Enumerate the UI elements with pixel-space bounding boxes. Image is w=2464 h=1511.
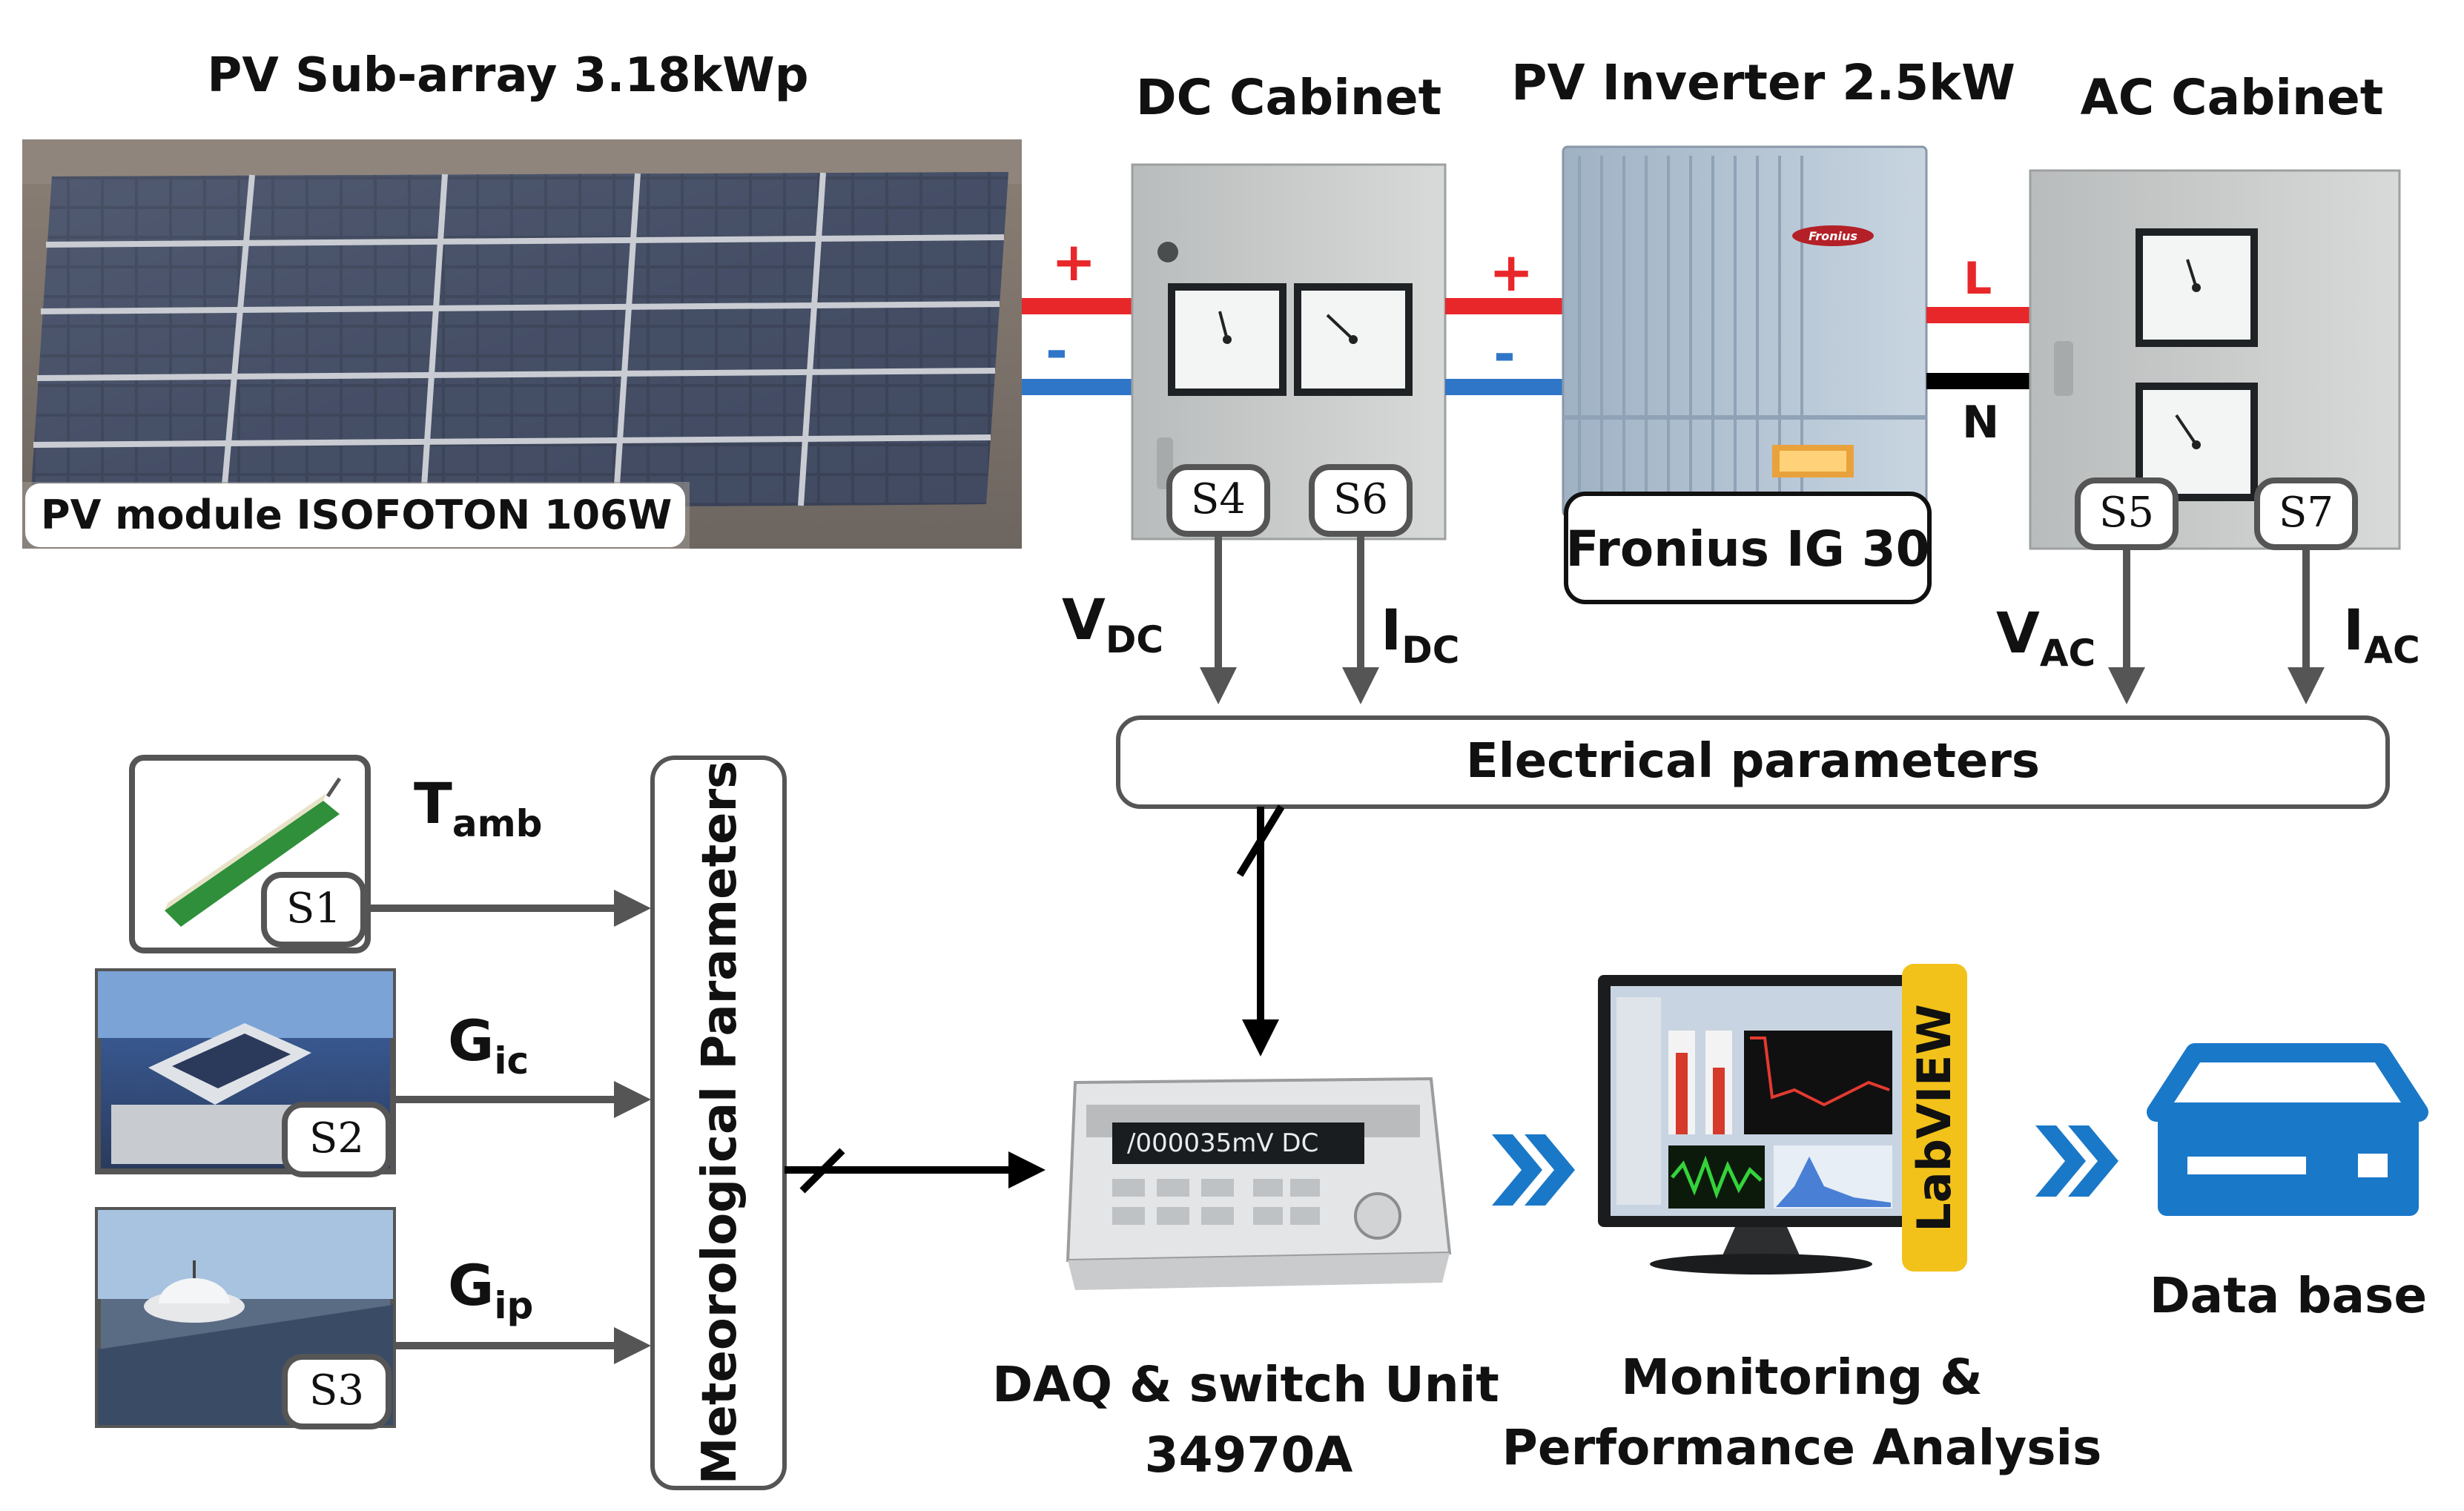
dc-cabinet-title: DC Cabinet bbox=[1136, 69, 1441, 126]
tamb-sub: amb bbox=[452, 802, 543, 845]
svg-text:IDC: IDC bbox=[1381, 597, 1459, 672]
vac-main: V bbox=[1996, 600, 2040, 666]
signal-tamb: Tamb bbox=[414, 770, 542, 845]
pyranometer-icon bbox=[144, 1260, 245, 1323]
pv-subarray: PV Sub-array 3.18kWp PV module ISOFOTON … bbox=[22, 48, 1022, 549]
dc-minus-label-2: - bbox=[1493, 323, 1516, 385]
svg-text:IAC: IAC bbox=[2343, 597, 2420, 672]
idc-sub: DC bbox=[1401, 629, 1459, 672]
sensor-s2-block: S2 bbox=[95, 968, 396, 1177]
electrical-sensor-arrows bbox=[1200, 532, 2325, 704]
sensor-s7: S7 bbox=[2254, 477, 2358, 550]
svg-text:VDC: VDC bbox=[1062, 586, 1163, 661]
labview-label: LabVIEW bbox=[1907, 1004, 1961, 1232]
sensor-s5-label: S5 bbox=[2099, 489, 2154, 537]
monitoring-computer: LabVIEW Monitoring & Performance Analysi… bbox=[1502, 964, 2102, 1476]
inverter-display bbox=[1772, 445, 1854, 477]
ac-cabinet: AC Cabinet bbox=[2029, 69, 2401, 550]
signal-vac: VAC bbox=[1996, 600, 2095, 675]
pv-subarray-title: PV Sub-array 3.18kWp bbox=[207, 48, 808, 103]
pv-module-label-box: PV module ISOFOTON 106W bbox=[25, 483, 685, 547]
dc-cabinet: DC Cabinet bbox=[1131, 69, 1447, 540]
vac-sub: AC bbox=[2040, 632, 2095, 675]
ac-lines: L N bbox=[1926, 253, 2032, 449]
pv-inverter: PV Inverter 2.5kW Fronius bbox=[1511, 54, 2015, 518]
ac-cabinet-title: AC Cabinet bbox=[2081, 69, 2384, 126]
sensor-s7-label: S7 bbox=[2279, 489, 2333, 537]
daq-label-line2: 34970A bbox=[1145, 1426, 1353, 1484]
daq-knob bbox=[1354, 1192, 1401, 1240]
sensor-s5: S5 bbox=[2075, 477, 2179, 550]
daq-display-text: /000035mV DC bbox=[1127, 1128, 1318, 1158]
sensor-s4-label: S4 bbox=[1191, 475, 1246, 523]
sensor-s3-label: S3 bbox=[309, 1366, 364, 1415]
iac-sub: AC bbox=[2364, 629, 2420, 672]
svg-text:VAC: VAC bbox=[1996, 600, 2095, 675]
chevron-right-icon-2 bbox=[2035, 1125, 2118, 1197]
dc-plus-label-2: + bbox=[1489, 241, 1533, 303]
daq-label-line1: DAQ & switch Unit bbox=[992, 1356, 1499, 1413]
meteorological-parameters-label: Meteorological Parameters bbox=[693, 761, 747, 1484]
svg-text:Tamb: Tamb bbox=[414, 770, 542, 845]
dc-lines-pv-to-cabinet: + - bbox=[1022, 231, 1134, 395]
daq-display bbox=[1112, 1122, 1364, 1164]
signal-iac: IAC bbox=[2343, 597, 2420, 672]
idc-main: I bbox=[1381, 597, 1401, 663]
signal-gic: Gic bbox=[448, 1008, 529, 1082]
sensor-s4: S4 bbox=[1166, 464, 1270, 537]
inverter-logo: Fronius bbox=[1792, 225, 1874, 246]
signal-idc: IDC bbox=[1381, 597, 1459, 672]
pv-module-label: PV module ISOFOTON 106W bbox=[41, 492, 672, 538]
pv-inverter-title: PV Inverter 2.5kW bbox=[1511, 54, 2015, 111]
daq-unit: /000035mV DC DAQ & switch Unit 34970A bbox=[992, 1077, 1499, 1484]
gip-sub: ip bbox=[494, 1284, 533, 1327]
tamb-main: T bbox=[414, 770, 452, 836]
electrical-bus-arrow bbox=[1236, 804, 1285, 1057]
sensor-s1-label: S1 bbox=[286, 885, 341, 933]
daq-keypad bbox=[1112, 1179, 1320, 1225]
vdc-main: V bbox=[1062, 586, 1106, 652]
electrical-parameters-label: Electrical parameters bbox=[1466, 734, 2040, 789]
chevron-right-icon bbox=[1492, 1134, 1575, 1206]
ac-line-label: L bbox=[1963, 253, 1992, 305]
meteorological-parameters-box: Meteorological Parameters bbox=[650, 756, 787, 1490]
sensor-s1-block: S1 bbox=[129, 755, 371, 953]
server-icon bbox=[2147, 1043, 2428, 1216]
labview-badge: LabVIEW bbox=[1902, 964, 1967, 1272]
inverter-model-label: Fronius IG 30 bbox=[1565, 520, 1929, 578]
monitoring-label-line2: Performance Analysis bbox=[1502, 1419, 2102, 1476]
vdc-sub: DC bbox=[1106, 618, 1163, 661]
iac-main: I bbox=[2343, 597, 2364, 663]
sensor-s6: S6 bbox=[1309, 464, 1413, 537]
monitoring-label-line1: Monitoring & bbox=[1621, 1349, 1982, 1406]
inverter-logo-text: Fronius bbox=[1809, 229, 1857, 243]
svg-text:Gip: Gip bbox=[448, 1252, 533, 1327]
dc-ammeter-gauge bbox=[1294, 283, 1413, 396]
sensor-s3-block: S3 bbox=[95, 1207, 396, 1429]
signal-gip: Gip bbox=[448, 1252, 533, 1327]
sensor-s2-label: S2 bbox=[309, 1114, 364, 1163]
dc-voltmeter-gauge bbox=[1168, 283, 1287, 396]
dc-minus-label-1: - bbox=[1046, 320, 1068, 382]
ac-voltmeter-gauge bbox=[2136, 228, 2258, 347]
signal-vdc: VDC bbox=[1062, 586, 1163, 661]
sensor-s6-label: S6 bbox=[1333, 475, 1388, 523]
svg-text:Gic: Gic bbox=[448, 1008, 529, 1082]
gip-main: G bbox=[448, 1252, 494, 1318]
dc-lines-cabinet-to-inverter: + - bbox=[1445, 241, 1565, 395]
inverter-model-box: Fronius IG 30 bbox=[1564, 492, 1932, 604]
meteorological-bus-arrow bbox=[785, 1148, 1046, 1194]
temperature-probe-icon bbox=[165, 801, 340, 927]
dc-plus-label-1: + bbox=[1051, 231, 1096, 293]
database-label: Data base bbox=[2150, 1267, 2427, 1324]
database: Data base bbox=[2147, 1043, 2428, 1324]
gic-sub: ic bbox=[494, 1039, 529, 1082]
ac-neutral-label: N bbox=[1962, 397, 1999, 449]
gic-main: G bbox=[448, 1008, 494, 1074]
electrical-parameters-bar: Electrical parameters bbox=[1116, 715, 2390, 809]
